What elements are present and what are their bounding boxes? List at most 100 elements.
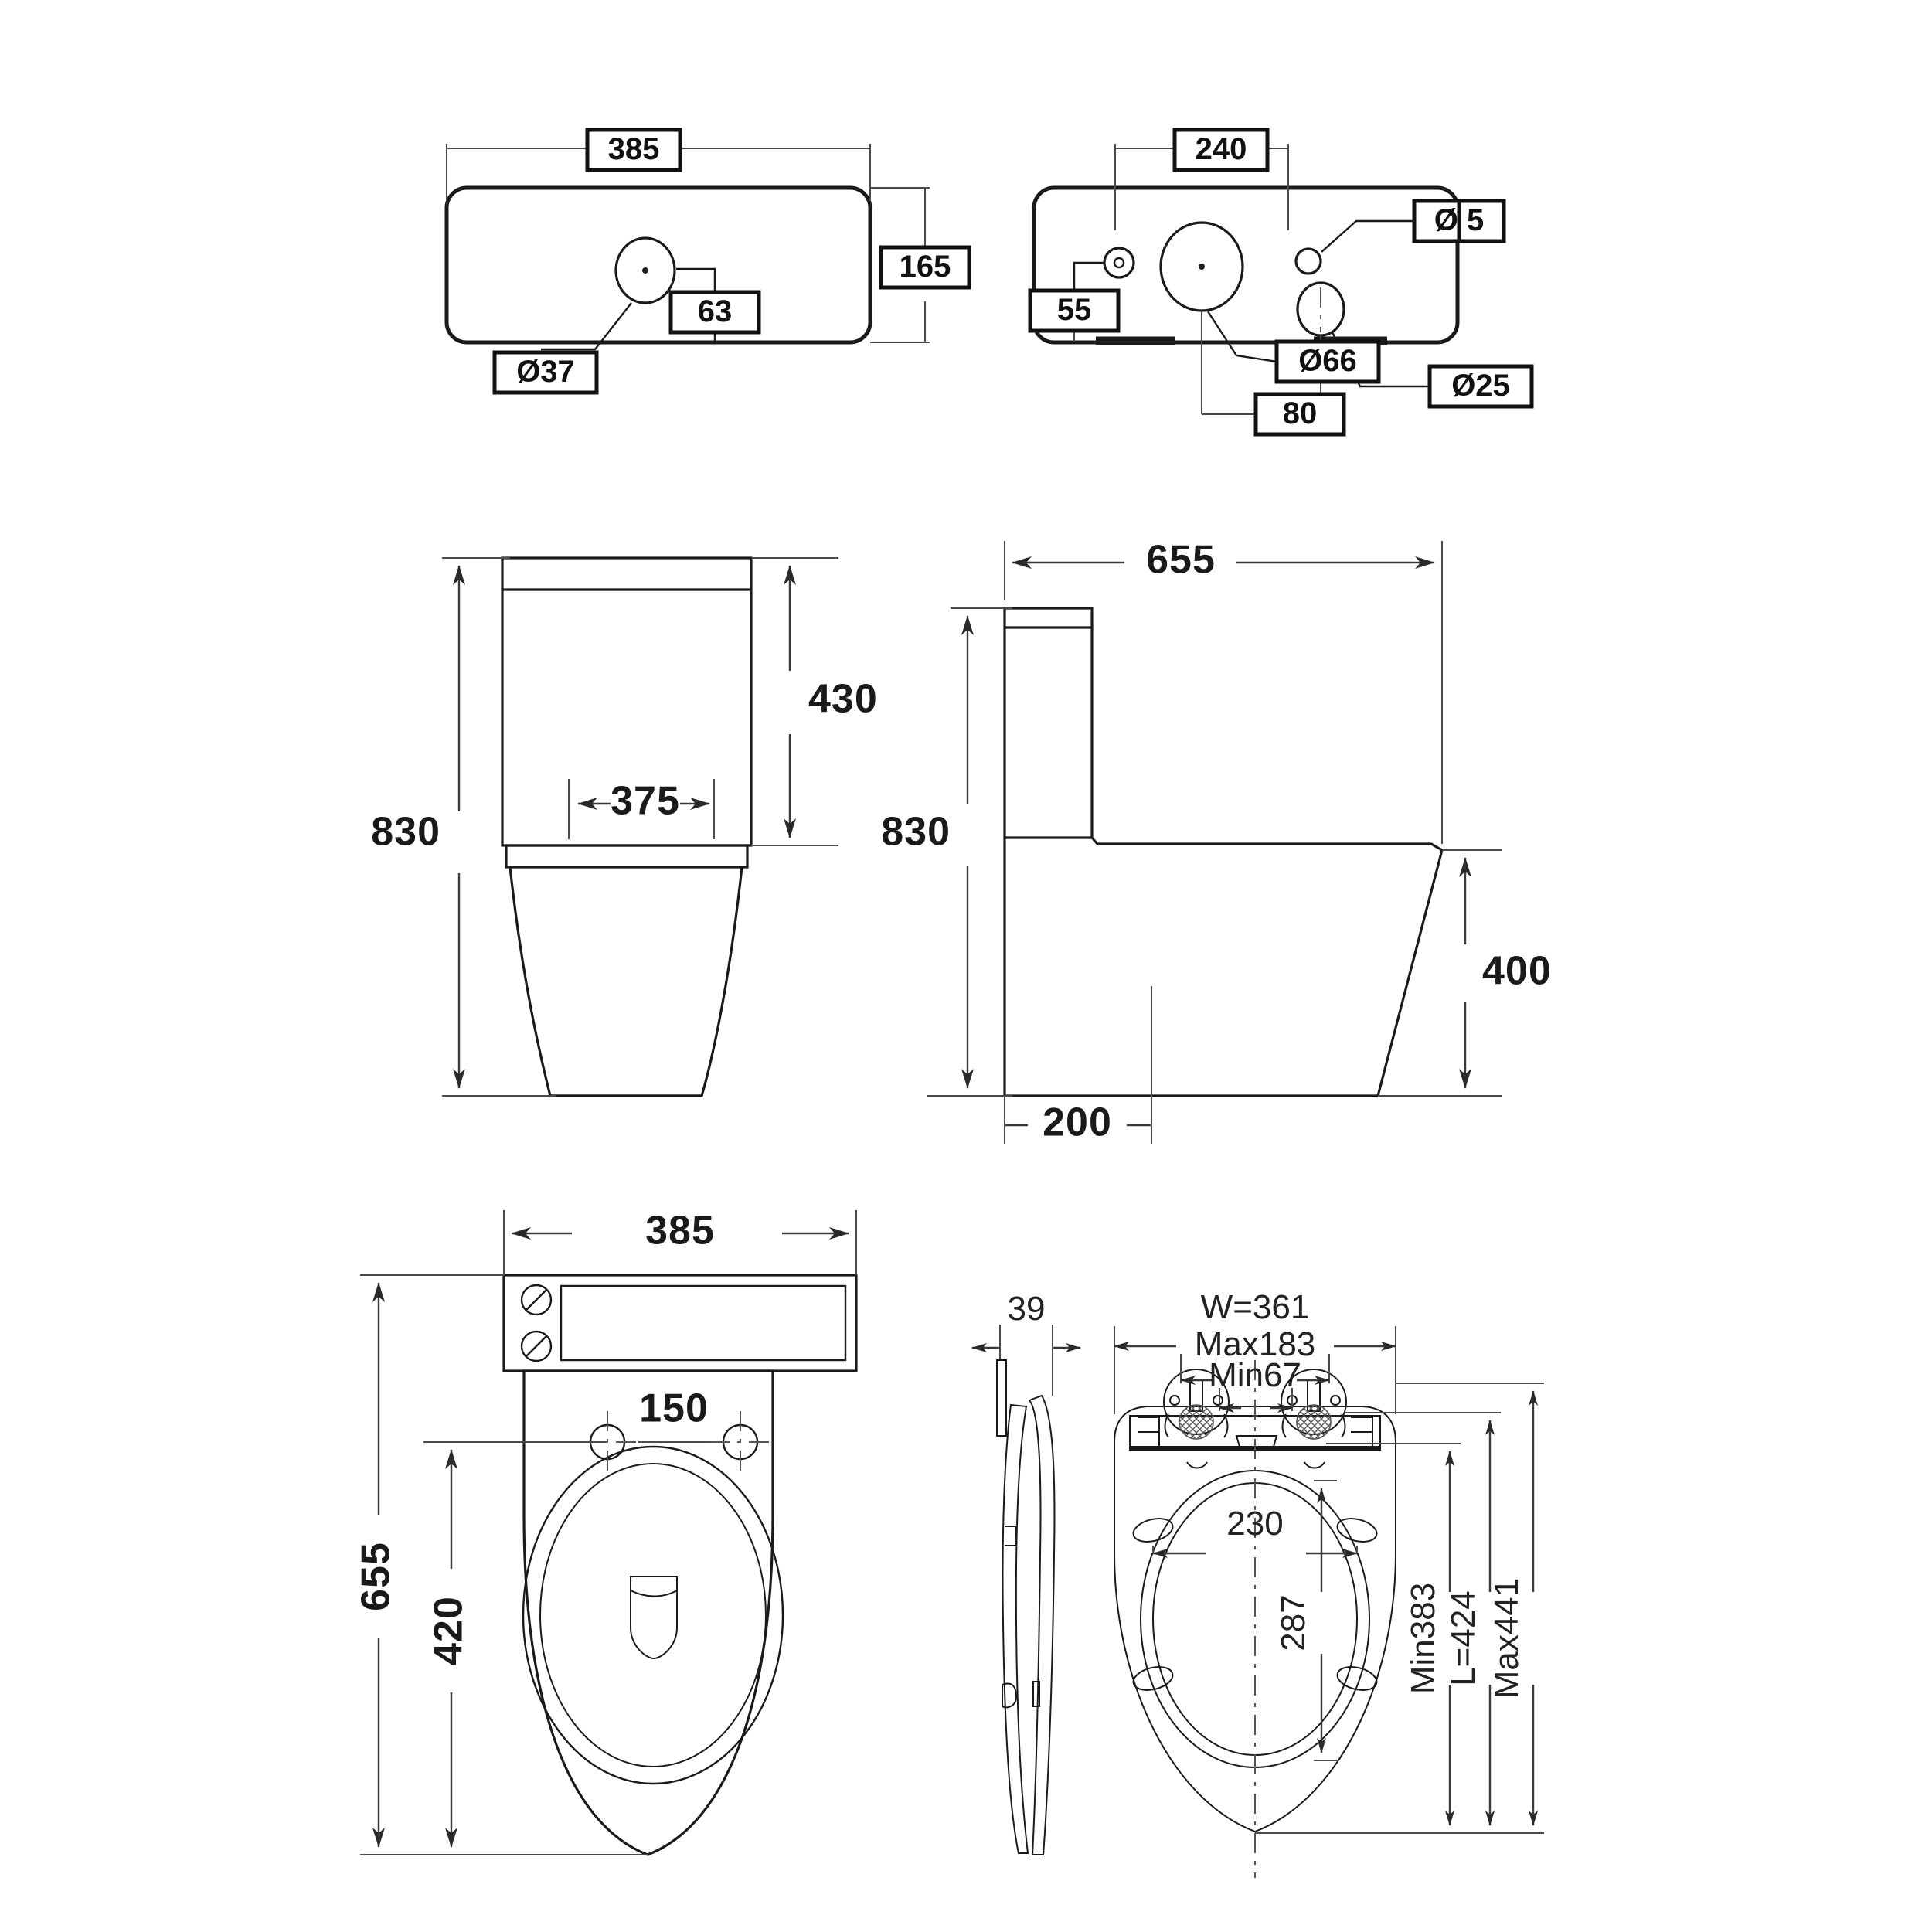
hinge-bolt-left	[1179, 1404, 1214, 1440]
ext-lines-385	[446, 144, 871, 201]
view-plan: 150 385 655 420	[354, 1209, 858, 1856]
dim-label-dia66-text: Ø66	[1298, 344, 1357, 378]
buffer-pad-tl	[1132, 1518, 1174, 1543]
hinge-clip-left-b	[1223, 1413, 1229, 1438]
view-side-elevation: 655 830 400 200	[881, 538, 1552, 1145]
dim-label-dia66: Ø66	[1274, 339, 1381, 384]
dim-label-385: 385	[585, 128, 682, 172]
ext-lines-240	[1114, 144, 1289, 230]
front-pan-top	[505, 844, 749, 869]
dim-label-55: 55	[1028, 288, 1121, 333]
hinge-bracket-right	[1351, 1417, 1373, 1447]
seat-buffer-pads	[1132, 1518, 1378, 1691]
flush-valve-hole	[1159, 221, 1244, 312]
dim-label-200: 200	[1043, 1100, 1112, 1145]
hinge-bracket-left	[1138, 1417, 1160, 1447]
dim-label-230: 230	[1226, 1505, 1283, 1543]
hinge-pin-left-a	[1169, 1395, 1180, 1406]
ext-lines-655	[1004, 541, 1443, 844]
ext-lines-830-side	[927, 607, 1012, 1097]
dim-label-min67: Min67	[1209, 1356, 1301, 1394]
ext-lines-400	[1378, 849, 1502, 1097]
plan-bowl-outline	[522, 1369, 774, 1856]
side-pan-rim	[1090, 836, 1443, 852]
dim-label-165-text: 165	[900, 250, 951, 284]
flush-button-upper-icon	[520, 1284, 553, 1316]
leader-dia5	[1321, 219, 1414, 253]
dim-label-80: 80	[1253, 392, 1346, 437]
dim-label-39: 39	[1008, 1290, 1046, 1328]
hinge-clip-right-a	[1281, 1413, 1287, 1438]
buffer-pad-tr	[1336, 1518, 1378, 1543]
dim-label-max441: Max441	[1488, 1578, 1526, 1699]
seat-profile	[1028, 1394, 1056, 1855]
ext-lines-39	[999, 1325, 1053, 1396]
leader-dia66	[1206, 311, 1277, 363]
seat-side-hinge-mark	[1032, 1681, 1040, 1707]
view-front-elevation: 830 430 375	[371, 556, 878, 1097]
front-pan-body	[509, 866, 743, 1097]
leader-55	[1073, 261, 1104, 291]
dim-label-min383: Min383	[1404, 1583, 1442, 1694]
dim-label-655: 655	[1146, 538, 1216, 583]
flush-button-hole	[614, 236, 676, 304]
dim-label-385-text: 385	[608, 132, 660, 166]
plan-cistern-lid-panel	[560, 1284, 847, 1362]
dim-label-430: 430	[808, 677, 878, 722]
dim-label-dia5: Ø 5	[1412, 199, 1506, 243]
side-cistern-body	[1003, 607, 1094, 839]
cistern-base-outline	[1032, 185, 1460, 345]
small-fixing-hole	[1294, 247, 1322, 275]
hinge-bolt-right	[1296, 1404, 1332, 1440]
ext-lines-655-plan	[360, 1274, 648, 1855]
buffer-pad-br	[1336, 1666, 1378, 1691]
dim-label-dia37-text: Ø37	[516, 355, 575, 389]
flush-valve-center	[1199, 264, 1205, 270]
dim-label-655-plan: 655	[354, 1542, 399, 1611]
fixing-hole-right-center	[709, 1411, 771, 1473]
dim-label-dia5-text: Ø 5	[1434, 203, 1484, 237]
dim-label-240: 240	[1172, 128, 1270, 172]
plan-water-spot	[630, 1576, 678, 1660]
hinge-clip-right-b	[1341, 1413, 1346, 1438]
seat-side-notch-1	[1005, 1526, 1017, 1546]
plan-cistern-outline	[502, 1274, 858, 1372]
flush-button-upper-slash	[526, 1289, 547, 1311]
hinge-center-tab	[1235, 1435, 1278, 1447]
dim-label-830-side: 830	[881, 810, 951, 855]
dim-label-max183: Max183	[1195, 1325, 1316, 1363]
view-cistern-top: 385 165 63 Ø37	[444, 128, 971, 395]
seat-side-bumper	[1002, 1682, 1018, 1709]
dim-label-w361: W=361	[1201, 1288, 1310, 1326]
flush-button-lower-slash	[526, 1335, 547, 1357]
dim-label-165: 165	[879, 245, 971, 290]
dim-label-385-plan: 385	[645, 1209, 715, 1253]
dim-label-63: 63	[668, 290, 761, 335]
hinge-pin-right-a	[1213, 1395, 1223, 1406]
dim-label-l424: L=424	[1444, 1590, 1482, 1686]
hinge-pin-right-b	[1330, 1395, 1341, 1406]
dim-200-ticks	[1004, 1113, 1152, 1138]
dim-label-55-text: 55	[1057, 293, 1092, 327]
cistern-lid-outline	[444, 185, 872, 345]
hinge-hole-marker-right	[1304, 1461, 1325, 1469]
plan-seat-fixing-holes	[577, 1411, 771, 1473]
ext-lines-max441	[1255, 1383, 1544, 1834]
dim-label-240-text: 240	[1196, 132, 1247, 166]
flush-button-lower-icon	[520, 1330, 553, 1362]
ext-lines-287	[1314, 1480, 1337, 1761]
ext-lines-165	[870, 187, 930, 343]
plan-seat-ring-inner	[539, 1463, 767, 1767]
dim-label-400: 400	[1482, 949, 1552, 994]
view-cistern-base: 240 Ø 5 55 Ø66 80 Ø25	[1028, 128, 1534, 437]
ext-lines-w361	[1114, 1326, 1396, 1414]
dim-label-420: 420	[427, 1596, 471, 1665]
plan-flush-buttons	[520, 1284, 553, 1362]
side-pan-back-slope	[1376, 849, 1444, 1097]
dim-label-dia37: Ø37	[492, 350, 599, 395]
flush-button-center	[642, 267, 648, 274]
left-fixing-hole-inner	[1113, 257, 1125, 269]
seat-side-profile: 39	[971, 1290, 1081, 1855]
dim-label-150: 150	[639, 1386, 709, 1431]
